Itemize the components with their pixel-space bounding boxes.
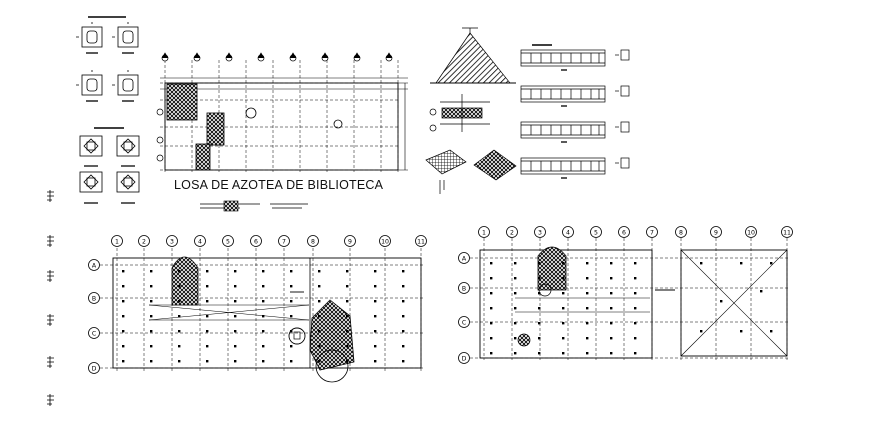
grid-bubble-y: D	[88, 362, 100, 374]
grid-bubble-x: 5	[222, 235, 234, 247]
svg-text:4: 4	[198, 238, 202, 245]
svg-text:1: 1	[115, 238, 119, 245]
svg-text:2: 2	[142, 238, 146, 245]
svg-text:11: 11	[783, 229, 791, 236]
svg-text:3: 3	[170, 238, 174, 245]
svg-text:C: C	[92, 330, 96, 337]
svg-text:A: A	[462, 255, 467, 262]
drawing-title: LOSA DE AZOTEA DE BIBLIOTECA	[174, 178, 384, 192]
grid-bubble-x: 1	[478, 226, 490, 238]
grid-bubble-y: D	[458, 352, 470, 364]
upper-roof-slab-plan	[156, 52, 437, 212]
grid-bubble-x: 2	[506, 226, 518, 238]
grid-bubble-x: 6	[618, 226, 630, 238]
svg-text:4: 4	[566, 229, 570, 236]
svg-text:5: 5	[226, 238, 230, 245]
svg-text:6: 6	[622, 229, 626, 236]
beam-elevations	[520, 44, 630, 179]
svg-text:2: 2	[510, 229, 514, 236]
grid-bubble-x: 4	[194, 235, 206, 247]
svg-text:7: 7	[282, 238, 286, 245]
grid-bubble-x: 1	[111, 235, 123, 247]
svg-text:C: C	[462, 319, 466, 326]
grid-bubble-x: 11	[781, 226, 793, 238]
svg-text:10: 10	[747, 229, 755, 236]
grid-bubble-y: A	[88, 259, 100, 271]
grid-bubble-y: C	[88, 327, 100, 339]
svg-text:1: 1	[482, 229, 486, 236]
svg-text:6: 6	[254, 238, 258, 245]
grid-bubble-x: 8	[307, 235, 319, 247]
lower-left-floor-plan: 1 2 3 4 5 6 7 8 9 10 11 A B C D	[88, 235, 427, 383]
svg-text:10: 10	[381, 238, 389, 245]
grid-bubble-x: 2	[138, 235, 150, 247]
grid-bubble-x: 6	[250, 235, 262, 247]
grid-bubble-y: B	[458, 282, 470, 294]
svg-text:D: D	[462, 355, 467, 362]
margin-detail-marks	[47, 190, 54, 406]
grid-bubble-x: 10	[745, 226, 757, 238]
svg-text:3: 3	[538, 229, 542, 236]
grid-bubble-x: 9	[344, 235, 356, 247]
grid-bubble-x: 9	[710, 226, 722, 238]
grid-bubble-x: 7	[278, 235, 290, 247]
grid-bubble-x: 10	[379, 235, 391, 247]
svg-text:7: 7	[650, 229, 654, 236]
grid-bubble-x: 3	[534, 226, 546, 238]
roof-section-details	[425, 27, 517, 194]
svg-text:11: 11	[417, 238, 425, 245]
grid-bubble-y: C	[458, 316, 470, 328]
svg-text:8: 8	[311, 238, 315, 245]
svg-text:B: B	[92, 295, 96, 302]
lower-right-floor-plan: 1 2 3 4 5 6 7 8 9 10 11 A B C D	[458, 226, 793, 364]
grid-bubble-x: 11	[415, 235, 427, 247]
svg-text:8: 8	[679, 229, 683, 236]
grid-bubble-x: 7	[646, 226, 658, 238]
svg-text:B: B	[462, 285, 466, 292]
svg-text:A: A	[92, 262, 97, 269]
svg-text:9: 9	[714, 229, 718, 236]
svg-text:D: D	[92, 365, 97, 372]
grid-bubble-x: 5	[590, 226, 602, 238]
grid-bubble-y: A	[458, 252, 470, 264]
grid-bubble-y: B	[88, 292, 100, 304]
grid-bubble-x: 3	[166, 235, 178, 247]
svg-text:5: 5	[594, 229, 598, 236]
svg-text:9: 9	[348, 238, 352, 245]
grid-bubble-x: 4	[562, 226, 574, 238]
column-details	[76, 16, 140, 204]
grid-bubble-x: 8	[675, 226, 687, 238]
